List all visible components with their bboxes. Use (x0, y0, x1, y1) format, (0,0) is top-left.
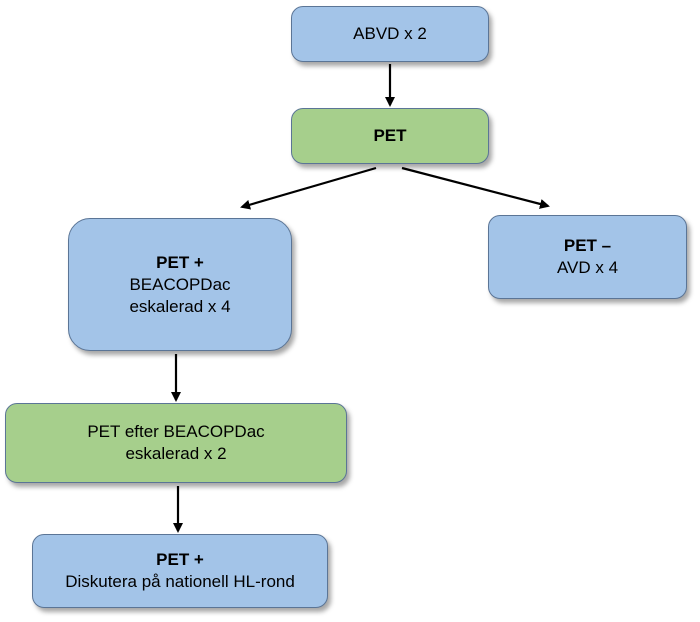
node-abvd: ABVD x 2 (291, 6, 489, 62)
node-pet-after-line2: eskalerad x 2 (125, 444, 227, 463)
arrow-pet-to-pet-positive (240, 166, 377, 210)
arrow-pet-to-pet-negative (401, 166, 550, 209)
node-pet-positive-line2: BEACOPDac (129, 274, 231, 294)
node-pet-negative: PET – AVD x 4 (488, 215, 687, 299)
node-pet-label: PET (373, 126, 407, 145)
node-pet-positive-title: PET + (156, 252, 204, 272)
node-pet-after: PET efter BEACOPDac eskalerad x 2 (5, 403, 347, 483)
node-pet: PET (291, 108, 489, 164)
node-final: PET + Diskutera på nationell HL-rond (32, 534, 328, 608)
node-final-line2: Diskutera på nationell HL-rond (65, 572, 295, 591)
node-pet-negative-title: PET – (563, 236, 612, 255)
node-pet-negative-line2: AVD x 4 (556, 258, 619, 277)
node-final-title: PET + (156, 550, 204, 569)
node-pet-after-line1: PET efter BEACOPDac (87, 422, 265, 441)
node-pet-positive-line3: eskalerad x 4 (129, 296, 231, 316)
node-pet-positive: PET + BEACOPDac eskalerad x 4 (68, 218, 292, 351)
node-abvd-label: ABVD x 2 (353, 24, 427, 43)
